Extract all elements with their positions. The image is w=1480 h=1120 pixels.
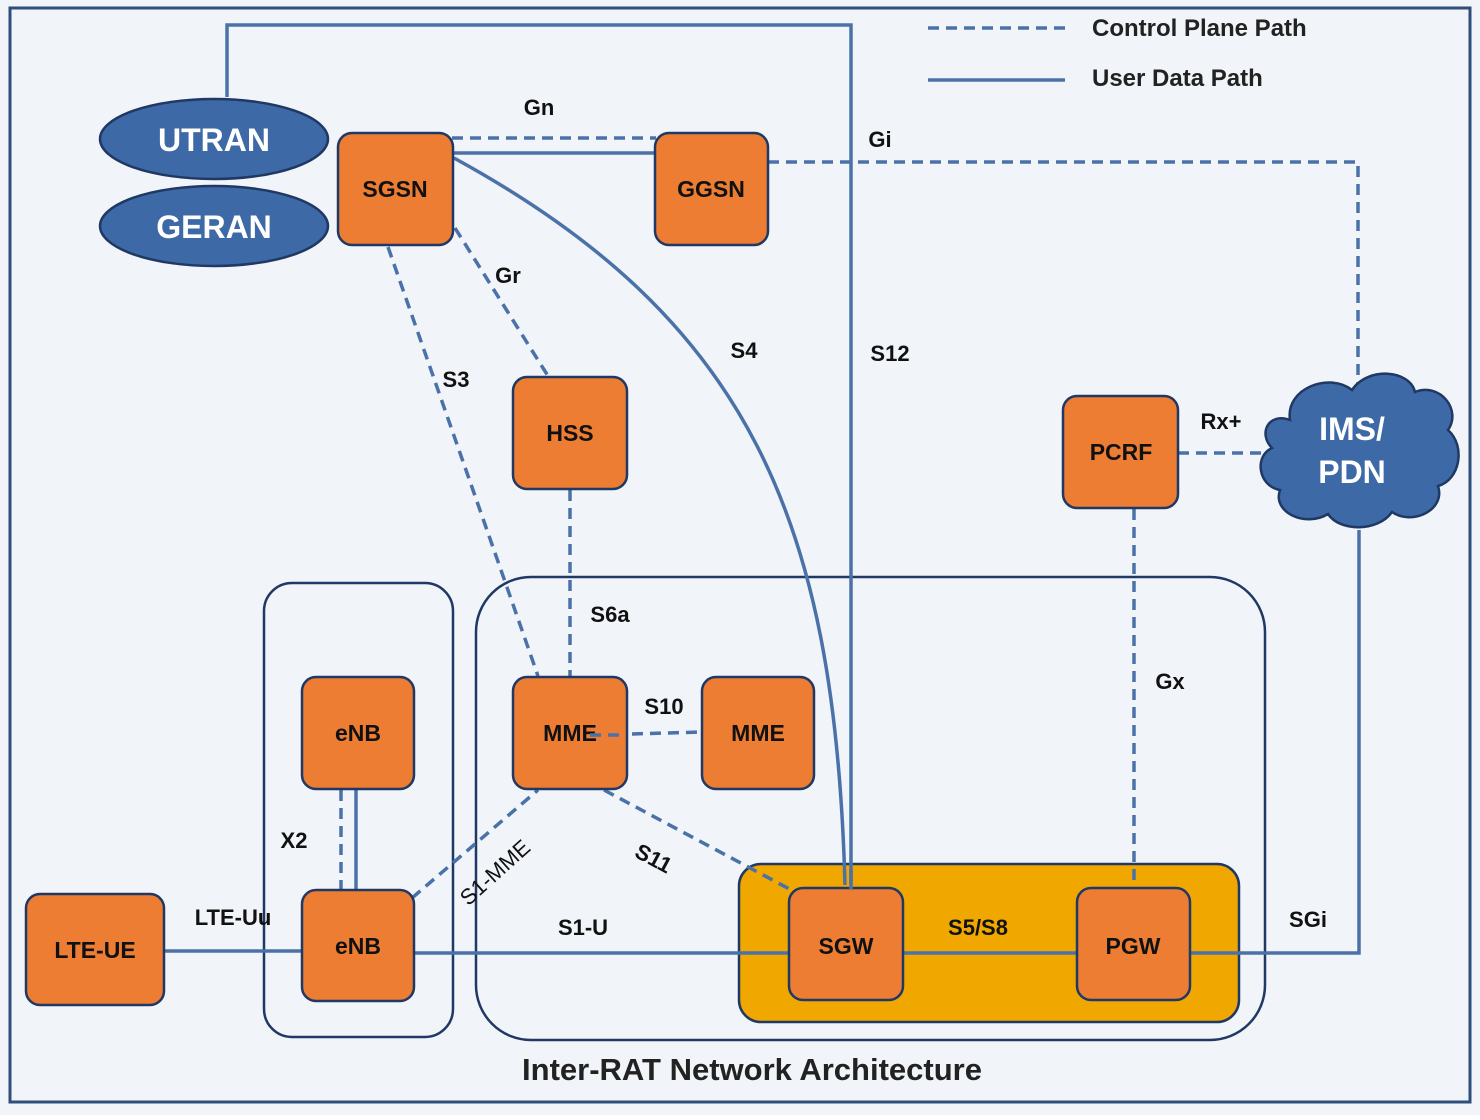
sgsn-label: SGSN bbox=[362, 176, 427, 202]
mme-node-2: MME bbox=[700, 675, 816, 791]
ggsn-label: GGSN bbox=[677, 176, 745, 202]
utran-oval: UTRAN bbox=[98, 97, 330, 181]
legend-control-label: Control Plane Path bbox=[1092, 15, 1307, 42]
iface-s5-s8-label: S5/S8 bbox=[948, 915, 1008, 940]
gi-control-path bbox=[768, 160, 1360, 385]
pgw-node: PGW bbox=[1075, 886, 1192, 1002]
mme-node-1: MME bbox=[511, 675, 629, 791]
lte-ue-label: LTE-UE bbox=[54, 937, 135, 963]
pcrf-node: PCRF bbox=[1061, 394, 1180, 510]
sgsn-node: SGSN bbox=[336, 131, 455, 247]
s12-user-path bbox=[225, 23, 853, 885]
enb-bottom-node: eNB bbox=[300, 888, 416, 1003]
iface-sgi-label: SGi bbox=[1289, 907, 1327, 932]
iface-s10-label: S10 bbox=[644, 694, 683, 719]
iface-s1-mme-label: S1-MME bbox=[455, 835, 535, 911]
iface-gi-label: Gi bbox=[868, 127, 891, 152]
diagram-caption: Inter-RAT Network Architecture bbox=[522, 1052, 982, 1087]
ims-pdn-cloud: IMS/ PDN bbox=[1259, 372, 1460, 529]
enb-group-box bbox=[262, 581, 455, 1039]
sgw-label: SGW bbox=[819, 933, 874, 959]
s11-control-path bbox=[603, 788, 796, 894]
iface-x2-label: X2 bbox=[281, 828, 308, 853]
iface-s6a-label: S6a bbox=[590, 602, 630, 627]
geran-label: GERAN bbox=[156, 209, 272, 245]
utran-label: UTRAN bbox=[158, 122, 270, 158]
enb-bottom-label: eNB bbox=[335, 933, 381, 959]
mme-1-label: MME bbox=[543, 720, 597, 746]
iface-s4-label: S4 bbox=[731, 338, 759, 363]
ggsn-node: GGSN bbox=[653, 131, 770, 247]
cloud-label-line1: IMS/ bbox=[1319, 411, 1385, 447]
pcrf-label: PCRF bbox=[1090, 439, 1153, 465]
sgw-node: SGW bbox=[787, 886, 905, 1002]
s1-mme-control-path bbox=[410, 788, 540, 900]
iface-s11-label: S11 bbox=[631, 838, 676, 878]
s3-control-path bbox=[386, 246, 540, 677]
pgw-label: PGW bbox=[1106, 933, 1161, 959]
iface-s1-u-label: S1-U bbox=[558, 915, 608, 940]
legend-user-label: User Data Path bbox=[1092, 65, 1263, 92]
iface-gn-label: Gn bbox=[524, 95, 555, 120]
hss-label: HSS bbox=[546, 420, 593, 446]
enb-top-node: eNB bbox=[300, 675, 416, 791]
lte-ue-node: LTE-UE bbox=[24, 892, 166, 1007]
iface-s12-label: S12 bbox=[870, 341, 909, 366]
enb-top-label: eNB bbox=[335, 720, 381, 746]
iface-lte-uu-label: LTE-Uu bbox=[195, 905, 272, 930]
hss-node: HSS bbox=[511, 375, 629, 491]
sgi-user-path bbox=[1190, 530, 1361, 955]
epc-group-box bbox=[474, 575, 1267, 1042]
iface-rx-label: Rx+ bbox=[1201, 409, 1242, 434]
mme-2-label: MME bbox=[731, 720, 785, 746]
gr-control-path bbox=[453, 227, 550, 377]
iface-gx-label: Gx bbox=[1155, 669, 1185, 694]
iface-gr-label: Gr bbox=[495, 263, 521, 288]
s4-user-path bbox=[453, 156, 847, 886]
outer-frame bbox=[8, 6, 1472, 1104]
geran-oval: GERAN bbox=[98, 184, 330, 268]
iface-s3-label: S3 bbox=[443, 367, 470, 392]
cloud-label-line2: PDN bbox=[1318, 454, 1386, 490]
